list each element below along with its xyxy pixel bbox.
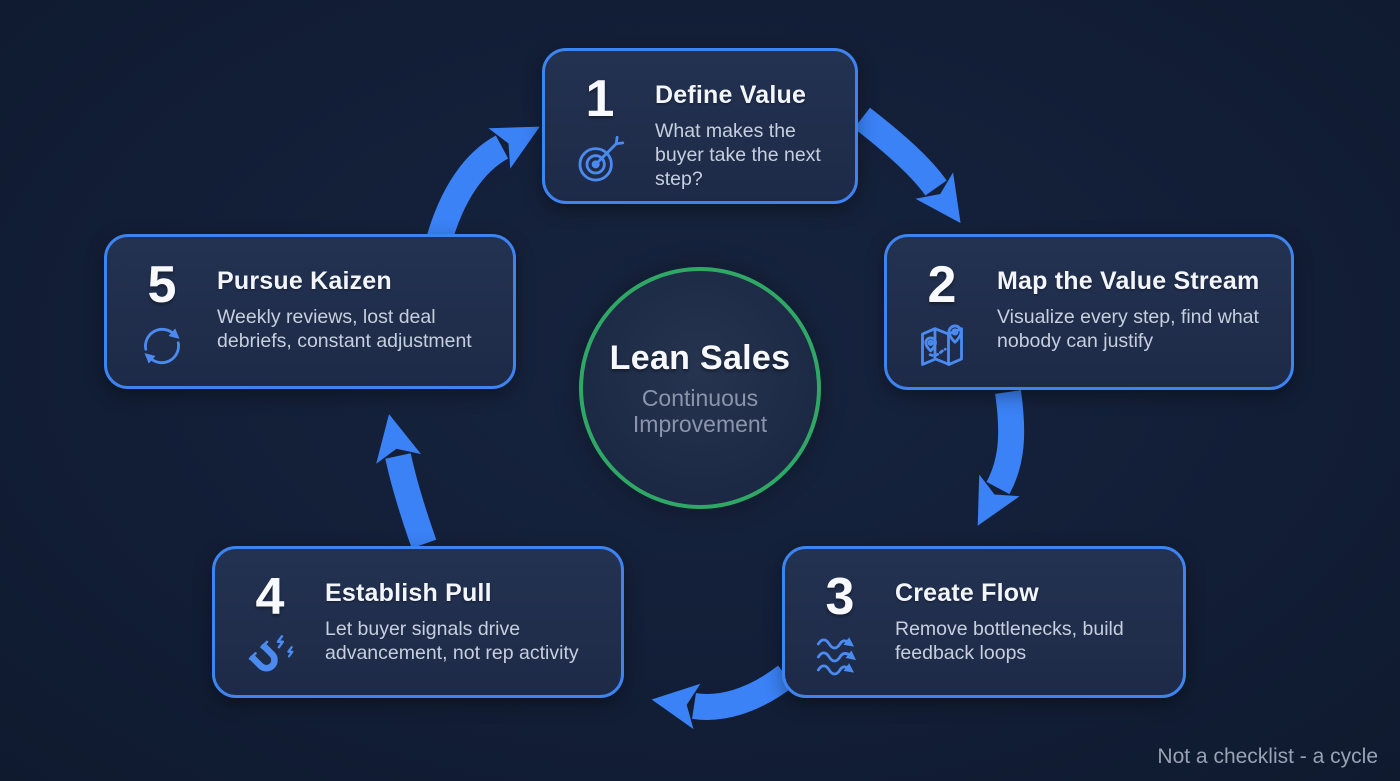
- step-text: Pursue Kaizen Weekly reviews, lost deal …: [217, 261, 491, 353]
- center-hub: Lean Sales Continuous Improvement: [579, 267, 821, 509]
- step-title: Establish Pull: [325, 579, 492, 607]
- step-description: Remove bottlenecks, build feedback loops: [895, 618, 1124, 665]
- step-number: 2: [927, 256, 957, 314]
- arrow-step5-to-step1: [425, 126, 540, 248]
- arrow-step3-to-step4: [651, 665, 794, 730]
- step-description: Let buyer signals drive advancement, not…: [325, 618, 579, 665]
- step-title: Define Value: [655, 81, 807, 109]
- step-number-column: 5: [131, 256, 193, 372]
- step-card-create-flow: 3 Create Flow Remove b: [782, 546, 1186, 698]
- step-description: Weekly reviews, lost deal debriefs, cons…: [217, 306, 472, 353]
- diagram-subtitle: Continuous Improvement: [632, 384, 768, 437]
- target-icon: [574, 134, 626, 186]
- step-text: Create Flow Remove bottlenecks, build fe…: [895, 573, 1161, 665]
- step-description: Visualize every step, find what nobody c…: [997, 306, 1259, 353]
- step-number-column: 3: [809, 568, 871, 684]
- step-text: Define Value What makes the buyer take t…: [655, 75, 833, 192]
- step-number: 5: [147, 256, 177, 314]
- step-title: Map the Value Stream: [997, 267, 1260, 295]
- step-card-define-value: 1 Define Value What makes the buyer take…: [542, 48, 858, 204]
- step-card-pursue-kaizen: 5 Pursue Kaizen Weekly reviews, los: [104, 234, 516, 389]
- step-description: What makes the buyer take the next step?: [655, 120, 821, 191]
- map-pins-icon: [916, 320, 968, 372]
- step-text: Map the Value Stream Visualize every ste…: [997, 261, 1269, 353]
- arrow-step1-to-step2: [854, 107, 961, 224]
- arrow-step4-to-step5: [376, 414, 437, 549]
- step-number-column: 4: [239, 568, 301, 684]
- step-title: Create Flow: [895, 579, 1039, 607]
- cycle-arrows-icon: [136, 320, 188, 372]
- step-title: Pursue Kaizen: [217, 267, 392, 295]
- step-card-map-value-stream: 2 Map the Value Stream Visualize: [884, 234, 1294, 390]
- footer-caption: Not a checklist - a cycle: [1157, 745, 1378, 768]
- step-number: 4: [255, 568, 285, 626]
- step-number: 1: [585, 70, 615, 128]
- step-text: Establish Pull Let buyer signals drive a…: [325, 573, 599, 665]
- step-number: 3: [825, 568, 855, 626]
- magnet-icon: [244, 632, 296, 684]
- arrow-step2-to-step3: [977, 390, 1025, 526]
- step-number-column: 2: [911, 256, 973, 372]
- flow-waves-icon: [814, 632, 866, 684]
- step-card-establish-pull: 4 Establish Pull Let buyer signals drive…: [212, 546, 624, 698]
- step-number-column: 1: [569, 70, 631, 186]
- diagram-title: Lean Sales: [609, 338, 791, 377]
